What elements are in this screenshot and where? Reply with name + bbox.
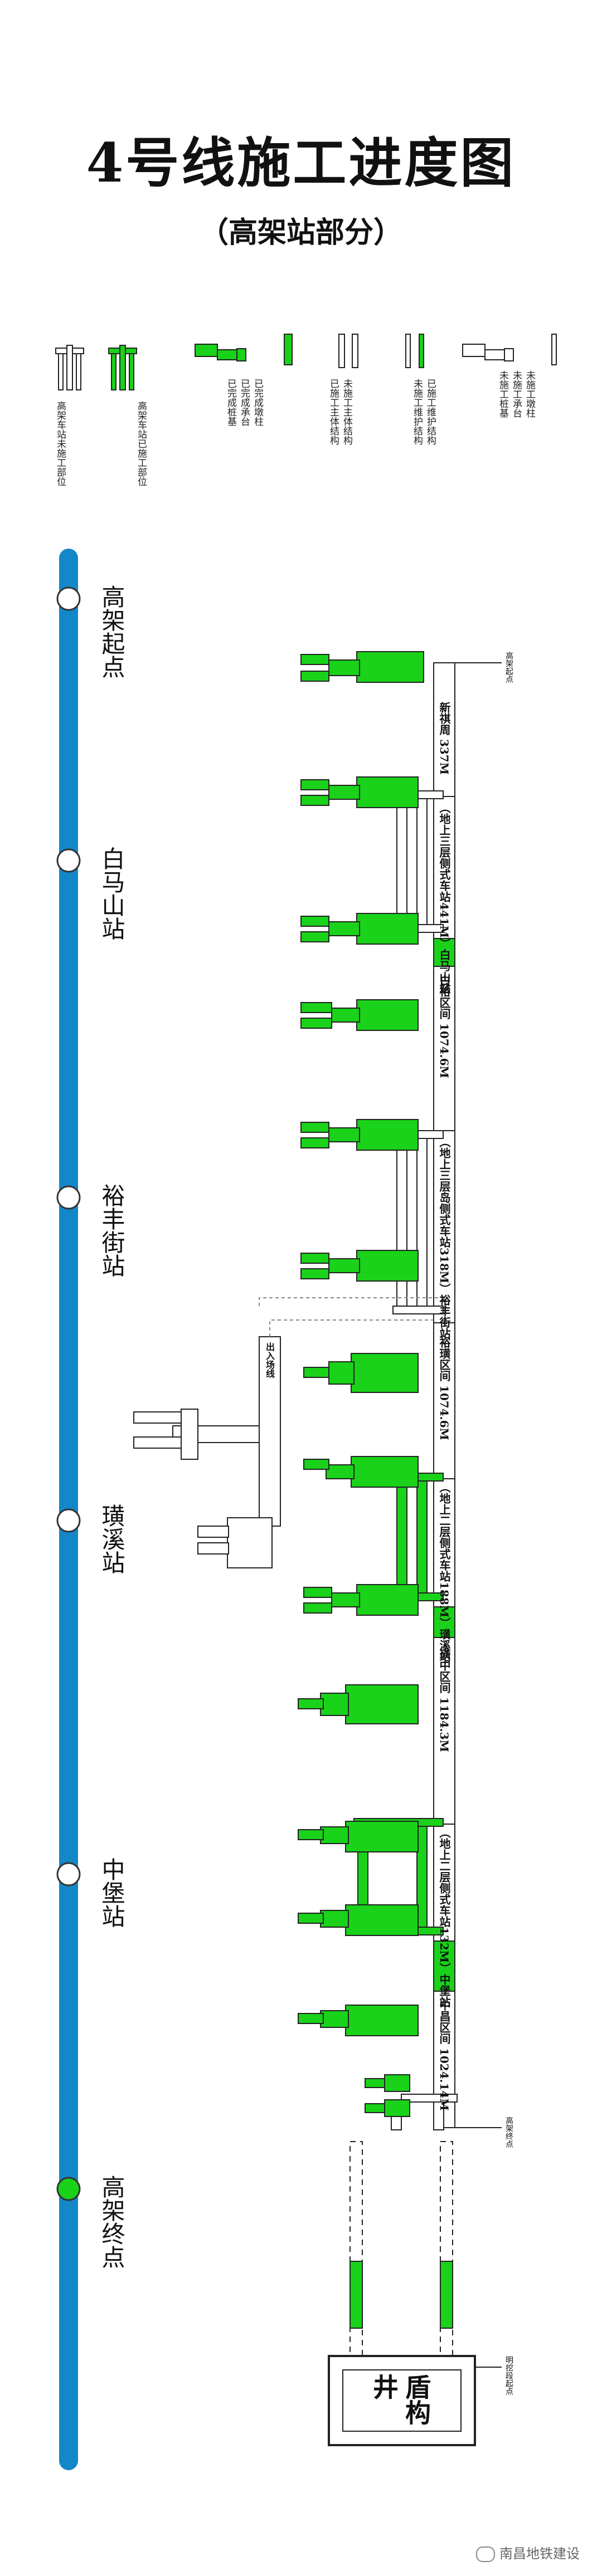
- station-label: 高架起点: [98, 585, 125, 678]
- watermark: 南昌地铁建设: [476, 2543, 580, 2562]
- segment-label: （地上三层岛侧式车站318M）裕丰街站: [438, 1136, 451, 1339]
- pier-group: [300, 999, 419, 1031]
- page-subtitle: （高架站部分）: [199, 216, 402, 250]
- segment-label: 白裕区间 1074.6M: [438, 975, 451, 1078]
- legend-label: 未施工维护结构: [411, 379, 423, 445]
- segment-label: 中昌区间 1024.14M: [438, 2000, 451, 2111]
- pier-group: [300, 1250, 419, 1282]
- station-label: 白马山站: [98, 847, 125, 940]
- station-marker[interactable]: [56, 1862, 81, 1886]
- pier-group: [303, 1456, 419, 1488]
- branch-pile: [197, 1526, 229, 1538]
- legend-swatch-station-built: [108, 345, 137, 390]
- station-marker[interactable]: [56, 848, 81, 873]
- station-structure: [433, 1478, 455, 1607]
- segment-label: 高架终点: [504, 2116, 513, 2148]
- segment-label: 高架起点: [504, 652, 513, 683]
- station-marker[interactable]: [56, 586, 81, 611]
- page-title: 4号线施工进度图: [86, 131, 516, 194]
- interval-segment: [433, 662, 455, 797]
- branch-label: 出入场线: [264, 1342, 275, 1378]
- pier-group: [303, 1353, 419, 1393]
- station-label: 高架终点: [98, 2175, 125, 2269]
- pier-group: [298, 1684, 419, 1724]
- legend-label: 已完成承台: [239, 379, 250, 426]
- branch-pile: [133, 1436, 182, 1449]
- legend-label: 高架车站未施工部位: [55, 401, 66, 486]
- legend-swatch-structure: [338, 334, 424, 368]
- legend-label: 未施工承台: [511, 370, 522, 418]
- legend-label: 已完成墩柱: [252, 379, 263, 426]
- legend-label: 未施工墩柱: [524, 370, 535, 418]
- segment-label: （地上二层侧式车站188M）璜溪站: [438, 1482, 451, 1662]
- branch-end: [227, 1517, 273, 1568]
- legend-label: 已完成桩基: [225, 379, 236, 426]
- pier-group: [298, 1821, 419, 1852]
- branch-pile: [133, 1411, 182, 1424]
- branch-pier: [181, 1409, 198, 1460]
- open-cut-built: [349, 2261, 363, 2329]
- pier-group: [300, 776, 419, 808]
- segment-label: 裕璜区间 1074.6M: [438, 1337, 451, 1440]
- station-label: 璜溪站: [98, 1504, 125, 1574]
- branch-connector: [269, 1319, 434, 1337]
- segment-label: 璜中区间 1184.3M: [438, 1649, 451, 1752]
- station-structure: [433, 1824, 455, 1942]
- legend-group: [55, 334, 557, 390]
- legend-label: 未施工主体结构: [341, 379, 352, 445]
- legend-label: 已施工维护结构: [425, 379, 436, 445]
- station-marker[interactable]: [56, 1508, 81, 1533]
- terminus-piers: [365, 2074, 410, 2117]
- station-structure: [433, 796, 455, 939]
- station-marker[interactable]: [56, 2177, 81, 2201]
- legend-label: 高架车站已施工部位: [135, 401, 147, 486]
- branch-line: [259, 1336, 281, 1527]
- segment-label: 新祺周 337M: [438, 702, 451, 775]
- station-label: 裕丰街站: [98, 1184, 125, 1277]
- pier-group: [300, 1119, 419, 1151]
- pier-group: [298, 2005, 419, 2036]
- legend-swatch-station-unbuilt: [55, 345, 84, 390]
- pier-group: [300, 651, 424, 683]
- legend-swatch-pier-unbuilt: [462, 334, 557, 365]
- segment-label: （地上二层侧式车站132M）中堡站: [438, 1827, 451, 2007]
- built-segment: [433, 938, 455, 967]
- pier-group: [298, 1904, 419, 1936]
- wechat-icon: [476, 2546, 495, 2562]
- branch-pile: [197, 1542, 229, 1555]
- legend-swatch-pier-built: [195, 334, 293, 365]
- pier-group: [303, 1584, 419, 1616]
- segment-label: 明挖段起点: [504, 2356, 513, 2395]
- open-cut-built: [440, 2261, 453, 2329]
- pier-group: [300, 913, 419, 945]
- station-structure: [433, 1130, 455, 1323]
- shield-shaft-inner: [342, 2369, 462, 2432]
- station-marker[interactable]: [56, 1185, 81, 1210]
- legend-label: 未施工桩基: [497, 370, 508, 418]
- shield-shaft-label: 盾构井: [369, 2374, 431, 2425]
- segment-label: （地上三层侧式车站441M）白马山站: [438, 802, 451, 994]
- built-segment: [433, 1606, 455, 1638]
- legend-label: 已施工主体结构: [328, 379, 339, 445]
- station-label: 中堡站: [98, 1858, 125, 1928]
